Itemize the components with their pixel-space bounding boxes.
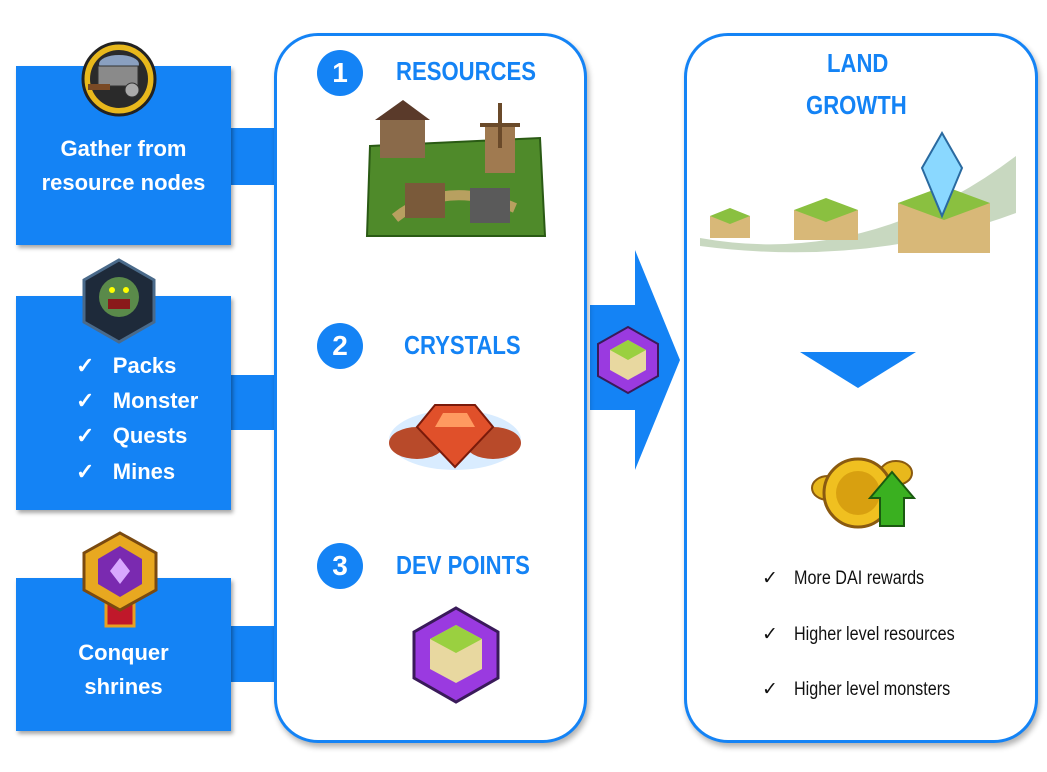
source-gather-line1: Gather from <box>60 136 187 161</box>
source-shrine: Conquer shrines <box>16 578 231 731</box>
shrine-icon <box>82 531 158 628</box>
output-title-resources: RESOURCES <box>396 56 536 86</box>
source-gather-line2: resource nodes <box>41 170 206 195</box>
source-shrine-line2: shrines <box>84 674 163 699</box>
resource-buildings-icon <box>365 100 547 237</box>
source-gather: Gather from resource nodes <box>16 66 231 245</box>
monster-icon <box>82 258 156 344</box>
land-growth-panel <box>684 33 1038 743</box>
checklist-item: ✓ Quests <box>76 423 188 448</box>
checklist-item: ✓ Monster <box>76 388 199 413</box>
coins-growth-icon <box>811 457 917 529</box>
land-title-line2: GROWTH <box>806 90 907 120</box>
land-tile-small <box>710 208 750 238</box>
benefit-item: ✓Higher level monsters <box>762 679 951 700</box>
down-arrow <box>800 352 916 388</box>
dev-point-cube-icon <box>412 606 500 704</box>
crystal-icon <box>389 404 521 470</box>
step-number-1: 1 <box>317 50 363 96</box>
output-title-dev-points: DEV POINTS <box>396 550 530 580</box>
land-tile-medium <box>794 198 858 240</box>
dev-point-transfer-icon <box>597 325 659 395</box>
step-number-2: 2 <box>317 323 363 369</box>
step-number-3: 3 <box>317 543 363 589</box>
source-monster: ✓ Packs ✓ Monster ✓ Quests ✓ Mines <box>16 296 231 510</box>
mine-cart-icon <box>81 41 157 117</box>
land-growth-illustration <box>700 130 1016 253</box>
benefit-item: ✓More DAI rewards <box>762 568 925 589</box>
land-title-line1: LAND <box>827 48 889 78</box>
source-shrine-line1: Conquer <box>78 640 169 665</box>
checklist-item: ✓ Mines <box>76 459 176 484</box>
land-tile-large <box>898 130 990 253</box>
benefit-item: ✓Higher level resources <box>762 624 955 645</box>
checklist-item: ✓ Packs <box>76 353 177 378</box>
output-title-crystals: CRYSTALS <box>404 330 521 360</box>
